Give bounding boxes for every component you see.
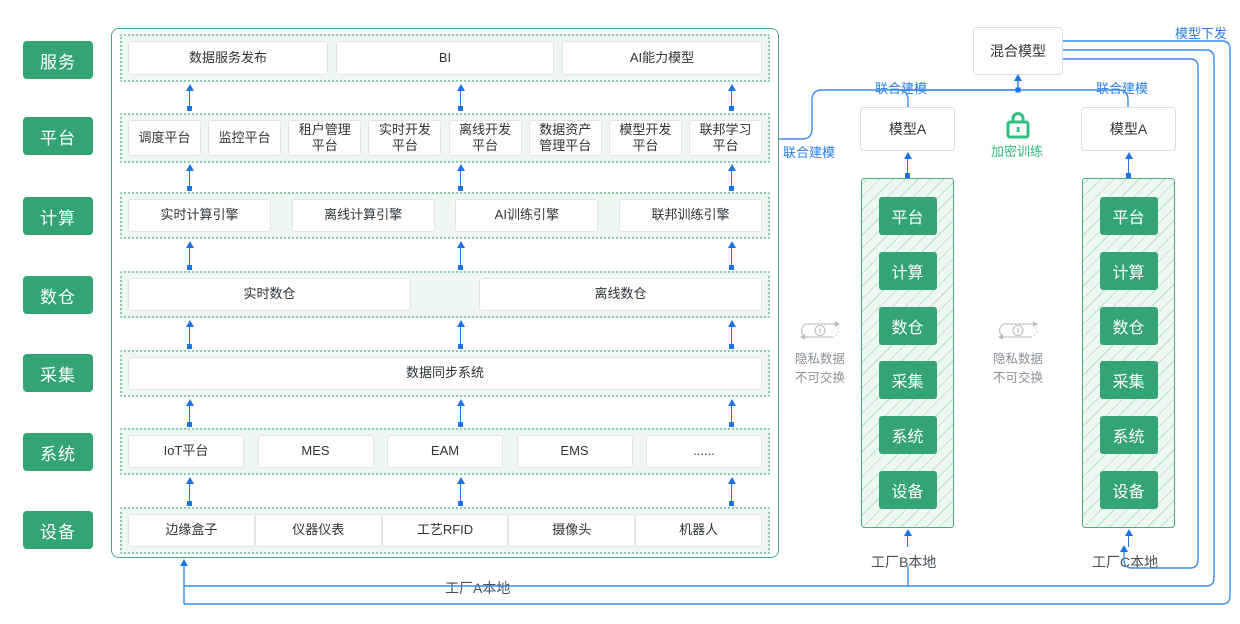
row-compute: 实时计算引擎离线计算引擎 AI训练引擎联邦训练引擎: [120, 192, 770, 239]
no-data-exchange-icon: [792, 318, 848, 344]
cell-device-3[interactable]: 摄像头: [508, 514, 636, 547]
cell-device-1[interactable]: 仪器仪表: [254, 514, 382, 547]
connector-arrow: [185, 399, 194, 427]
connector-arrow: [185, 84, 194, 111]
layer-label-collect: 采集: [23, 354, 93, 392]
layer-label-platform: 平台: [23, 117, 93, 155]
privacy-note-c: 隐私数据不可交换: [992, 352, 1043, 385]
cell-compute-2[interactable]: AI训练引擎: [455, 199, 599, 232]
connector-arrow: [185, 477, 194, 506]
stack-chip-c-0[interactable]: 平台: [1099, 197, 1158, 236]
model-dispatch-label: 模型下发: [1175, 26, 1228, 41]
layer-label-system: 系统: [23, 433, 93, 471]
caption-factory-a: 工厂A本地: [445, 580, 511, 596]
cell-service-1[interactable]: BI: [336, 41, 554, 75]
cell-platform-2[interactable]: 租户管理平台: [288, 120, 362, 156]
connector-arrow: [456, 241, 465, 270]
joint-modeling-label-c: 联合建模: [1096, 81, 1149, 96]
joint-modeling-label-left: 联合建模: [783, 145, 836, 160]
stack-chip-b-0[interactable]: 平台: [878, 197, 937, 236]
stack-chip-c-5[interactable]: 设备: [1099, 470, 1158, 509]
stack-chip-b-4[interactable]: 系统: [878, 415, 937, 454]
cell-device-2[interactable]: 工艺RFID: [381, 514, 509, 547]
connector-arrow: [727, 164, 736, 191]
connector-arrow: [456, 84, 465, 111]
row-system: IoT平台 MES EAM EMS......: [120, 428, 770, 475]
stack-chip-c-4[interactable]: 系统: [1099, 415, 1158, 454]
row-collect: 数据同步系统: [120, 350, 770, 397]
connector-arrow: [1124, 152, 1133, 178]
cell-service-0[interactable]: 数据服务发布: [128, 41, 328, 75]
layer-label-device: 设备: [23, 511, 93, 549]
connector-arrow: [727, 241, 736, 270]
layer-label-service: 服务: [23, 41, 93, 79]
connector-arrow: [727, 477, 736, 506]
connector-arrow: [185, 164, 194, 191]
no-data-exchange-icon: [990, 318, 1046, 344]
connector-arrow: [903, 529, 912, 551]
connector-arrow: [727, 399, 736, 427]
connector-arrow: [727, 320, 736, 349]
joint-modeling-label-b: 联合建模: [875, 81, 928, 96]
cell-platform-5[interactable]: 数据资产管理平台: [528, 120, 602, 156]
cell-system-2[interactable]: EAM: [387, 435, 503, 468]
stack-chip-c-2[interactable]: 数仓: [1099, 306, 1158, 345]
hybrid-model-box[interactable]: 混合模型: [973, 27, 1063, 75]
cell-compute-3[interactable]: 联邦训练引擎: [618, 199, 762, 232]
connector-arrow: [727, 84, 736, 111]
connector-arrow: [1124, 529, 1133, 551]
stack-chip-b-3[interactable]: 采集: [878, 361, 937, 400]
cell-compute-1[interactable]: 离线计算引擎: [291, 199, 435, 232]
cell-system-0[interactable]: IoT平台: [128, 435, 244, 468]
privacy-note-b: 隐私数据不可交换: [794, 352, 845, 385]
model-a-box-factory-b[interactable]: 模型A: [860, 107, 955, 151]
connector-arrow: [456, 320, 465, 349]
cell-system-3[interactable]: EMS: [516, 435, 633, 468]
stack-chip-b-1[interactable]: 计算: [878, 251, 937, 290]
cell-warehouse-1[interactable]: 离线数仓: [479, 278, 762, 311]
stack-chip-c-1[interactable]: 计算: [1099, 251, 1158, 290]
cell-system-1[interactable]: MES: [257, 435, 374, 468]
stack-chip-b-5[interactable]: 设备: [878, 470, 937, 509]
connector-arrow: [456, 399, 465, 427]
caption-factory-b: 工厂B本地: [871, 554, 937, 570]
connector-arrow: [185, 241, 194, 270]
cell-platform-6[interactable]: 模型开发平台: [608, 120, 682, 156]
cell-compute-0[interactable]: 实时计算引擎: [128, 199, 271, 232]
cell-collect-0[interactable]: 数据同步系统: [128, 357, 762, 390]
cell-platform-3[interactable]: 实时开发平台: [368, 120, 442, 156]
cell-service-2[interactable]: AI能力模型: [562, 41, 762, 75]
connector-arrow: [456, 164, 465, 191]
factory-c-stack: 平台计算数仓采集系统设备: [1082, 178, 1175, 528]
connector-arrow: [185, 320, 194, 349]
lock-icon: [1000, 110, 1036, 140]
encrypt-training-label: 加密训练: [991, 144, 1044, 159]
cell-device-4[interactable]: 机器人: [635, 514, 762, 547]
factory-b-stack: 平台计算数仓采集系统设备: [861, 178, 954, 528]
layer-label-compute: 计算: [23, 197, 93, 235]
cell-warehouse-0[interactable]: 实时数仓: [128, 278, 411, 311]
cell-device-0[interactable]: 边缘盒子: [128, 514, 255, 547]
stack-chip-b-2[interactable]: 数仓: [878, 306, 937, 345]
cell-platform-4[interactable]: 离线开发平台: [448, 120, 522, 156]
model-a-box-factory-c[interactable]: 模型A: [1081, 107, 1176, 151]
stack-chip-c-3[interactable]: 采集: [1099, 361, 1158, 400]
cell-platform-7[interactable]: 联邦学习平台: [688, 120, 762, 156]
row-platform: 调度平台监控平台租户管理平台实时开发平台离线开发平台数据资产管理平台模型开发平台…: [120, 113, 770, 163]
cell-system-4[interactable]: ......: [646, 435, 762, 468]
connector-arrow: [903, 152, 912, 178]
row-warehouse: 实时数仓 离线数仓: [120, 271, 770, 318]
caption-factory-c: 工厂C本地: [1092, 554, 1159, 570]
cell-platform-0[interactable]: 调度平台: [128, 120, 201, 156]
connector-arrow: [456, 477, 465, 506]
layer-label-warehouse: 数仓: [23, 276, 93, 314]
cell-platform-1[interactable]: 监控平台: [208, 120, 282, 156]
